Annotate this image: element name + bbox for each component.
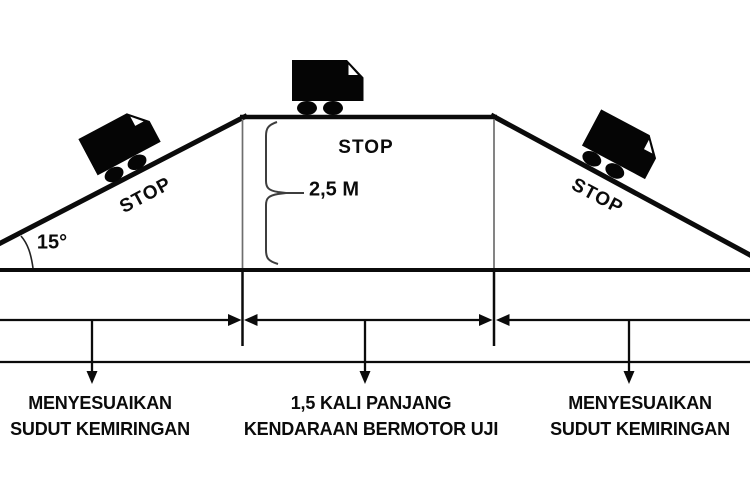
section-label-middle: 1,5 KALI PANJANG KENDARAAN BERMOTOR UJI [243, 390, 499, 442]
dimension-arrow-icons [228, 314, 242, 326]
dimension-arrow-icons [244, 314, 258, 326]
left-slope-line [0, 113, 249, 247]
truck-icon [78, 104, 168, 188]
section-label-right: MENYESUAIKAN SUDUT KEMIRINGAN [515, 390, 750, 442]
section-label-left: MENYESUAIKAN SUDUT KEMIRINGAN [0, 390, 200, 442]
section-label-line: MENYESUAIKAN [28, 393, 172, 413]
stop-label-plateau: STOP [338, 137, 394, 158]
slope-angle-label: 15° [36, 231, 68, 254]
down-arrow-icon [623, 320, 635, 384]
section-label-line: KENDARAAN BERMOTOR UJI [243, 419, 499, 439]
height-measurement-label: 2,5 M [308, 178, 360, 201]
down-arrow-icon [359, 320, 371, 384]
height-brace [265, 121, 287, 265]
truck-icon [292, 59, 364, 116]
section-label-line: MENYESUAIKAN [568, 393, 712, 413]
dimension-arrow-icons [496, 314, 510, 326]
section-label-line: SUDUT KEMIRINGAN [550, 419, 730, 439]
section-label-line: SUDUT KEMIRINGAN [10, 419, 190, 439]
truck-icon [575, 108, 665, 192]
section-label-line: 1,5 KALI PANJANG [290, 393, 452, 413]
right-slope-line [489, 112, 750, 258]
dimension-arrow-icons [479, 314, 493, 326]
down-arrow-icon [86, 320, 98, 384]
angle-arc [20, 235, 34, 269]
